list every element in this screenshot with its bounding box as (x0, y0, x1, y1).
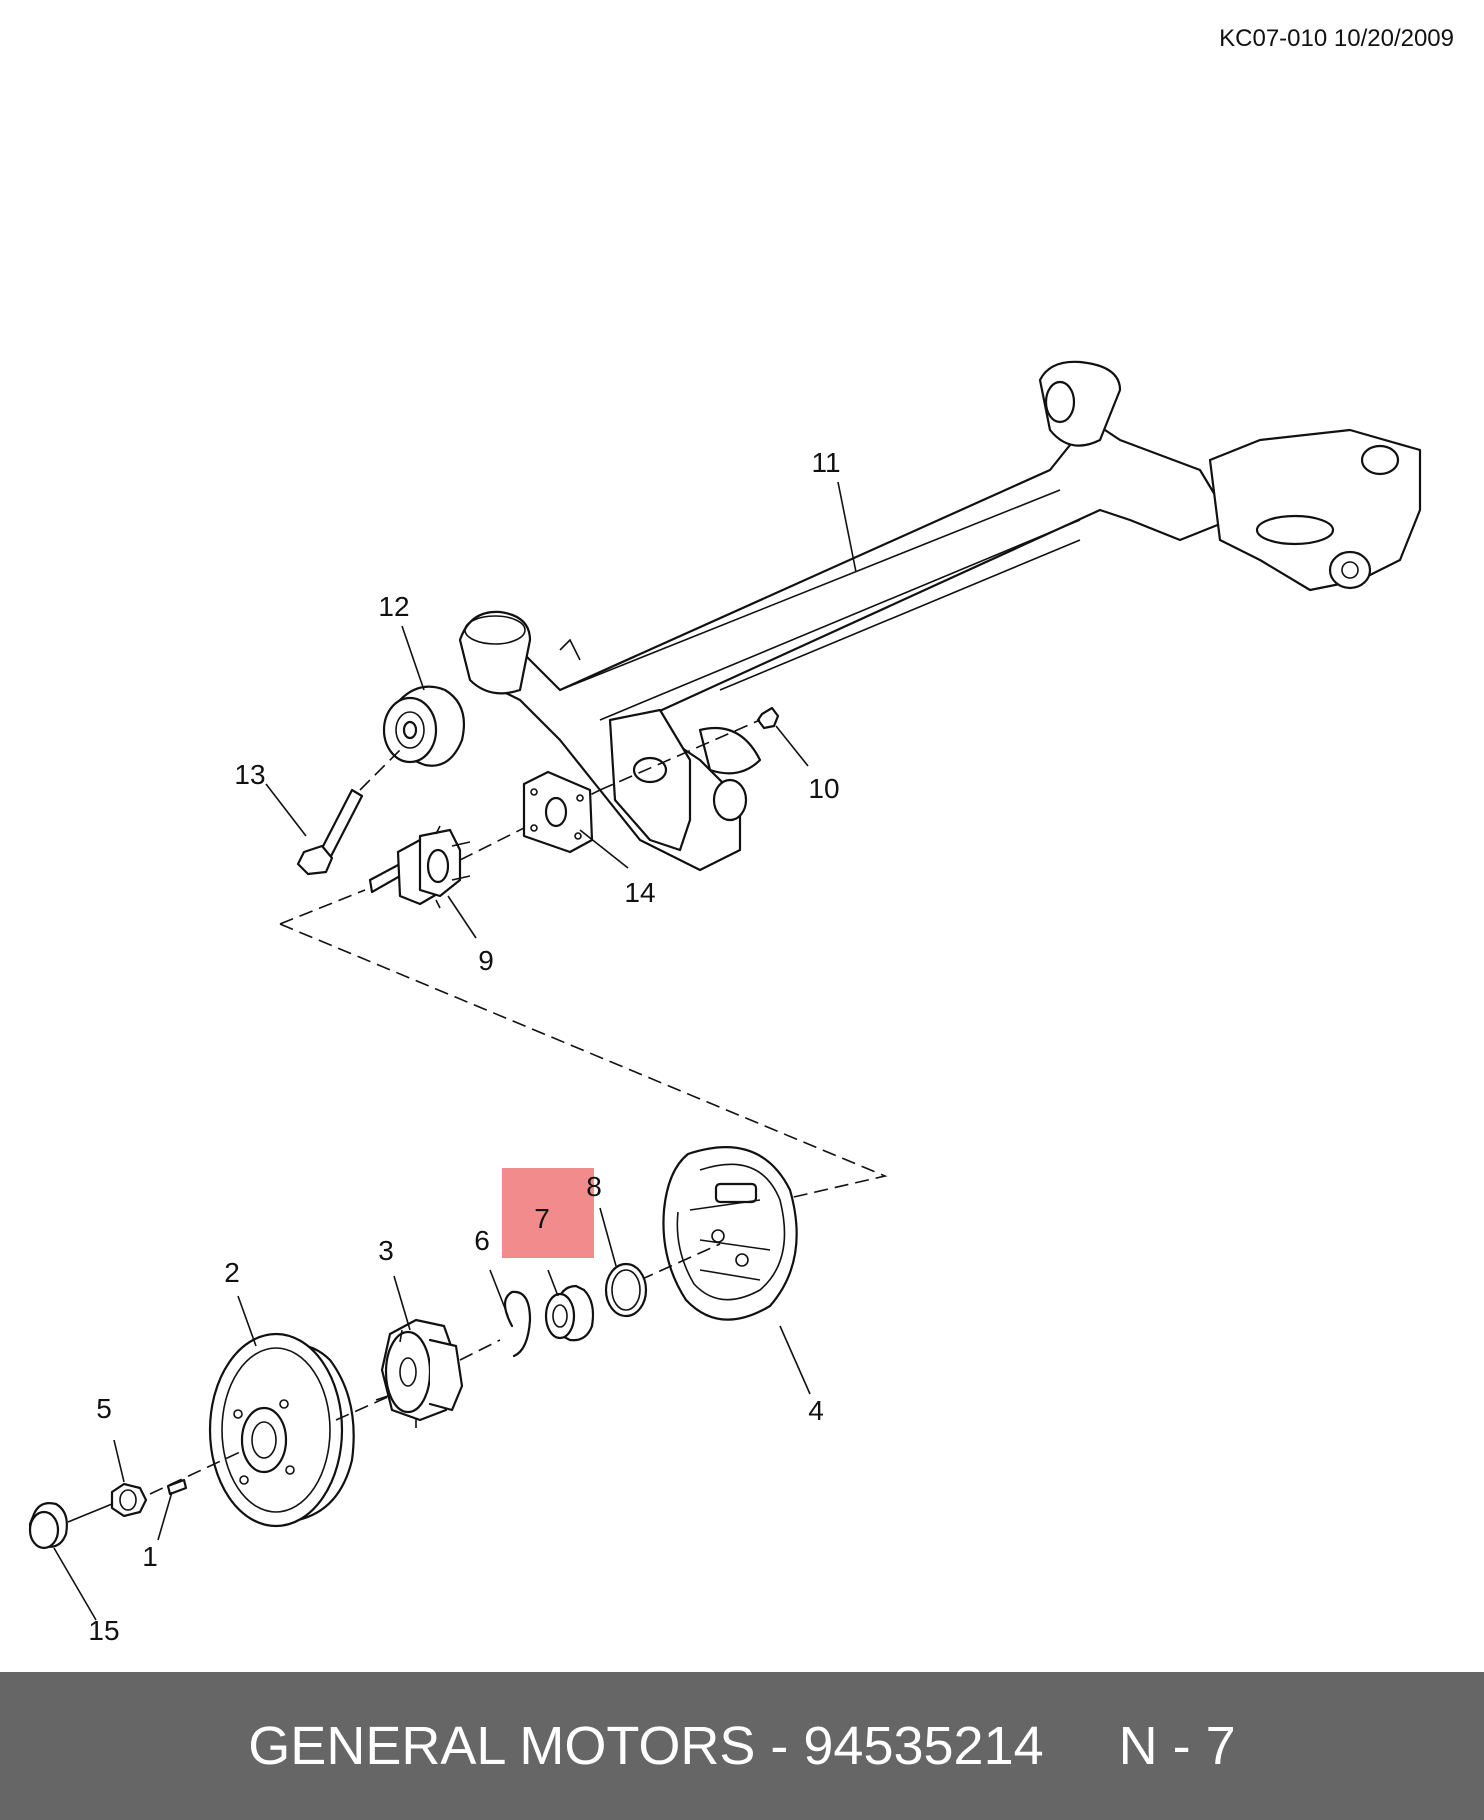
callout-3: 3 (378, 1235, 394, 1266)
wheel-stud (166, 1478, 188, 1496)
footer-caption: GENERAL MOTORS - 94535214 N - 7 (0, 1672, 1484, 1820)
assembly-link-line (279, 889, 366, 925)
brake-drum (208, 1332, 391, 1528)
brake-backing-plate (639, 1146, 798, 1321)
spindle-plate (522, 770, 594, 854)
bolt (296, 749, 401, 876)
footer-part-number: GENERAL MOTORS - 94535214 (248, 1716, 1044, 1776)
callout-1: 1 (142, 1541, 158, 1572)
callout-12: 12 (378, 591, 409, 622)
axle-beam (458, 360, 1422, 872)
retaining-ring (503, 1290, 532, 1358)
parts-diagram: KC07-010 10/20/2009 (28, 25, 1454, 1646)
wheel-hub (375, 1318, 501, 1428)
callout-15: 15 (88, 1615, 119, 1646)
callout-7-highlight (502, 1168, 594, 1258)
callout-4: 4 (808, 1395, 824, 1426)
callout-2: 2 (224, 1257, 240, 1288)
callout-9: 9 (478, 945, 494, 976)
callout-11: 11 (811, 447, 840, 478)
callout-5: 5 (96, 1393, 112, 1424)
callout-13: 13 (234, 759, 265, 790)
leader-lines (53, 481, 857, 1621)
footer-spacer (1044, 1716, 1119, 1776)
nut (599, 706, 780, 791)
reference-code: KC07-010 10/20/2009 (1219, 25, 1454, 52)
lug-nut (110, 1451, 241, 1518)
snap-ring (604, 1262, 648, 1318)
dust-cap (28, 1502, 113, 1550)
callout-10: 10 (808, 773, 839, 804)
bushing (382, 685, 466, 767)
wheel-bearing (544, 1284, 595, 1342)
footer-item-number: N - 7 (1118, 1716, 1236, 1776)
callout-8: 8 (586, 1171, 602, 1202)
callout-7: 7 (534, 1203, 550, 1234)
callout-6: 6 (474, 1225, 490, 1256)
callout-14: 14 (624, 877, 655, 908)
footer-bar: GENERAL MOTORS - 94535214 N - 7 (0, 1672, 1484, 1820)
